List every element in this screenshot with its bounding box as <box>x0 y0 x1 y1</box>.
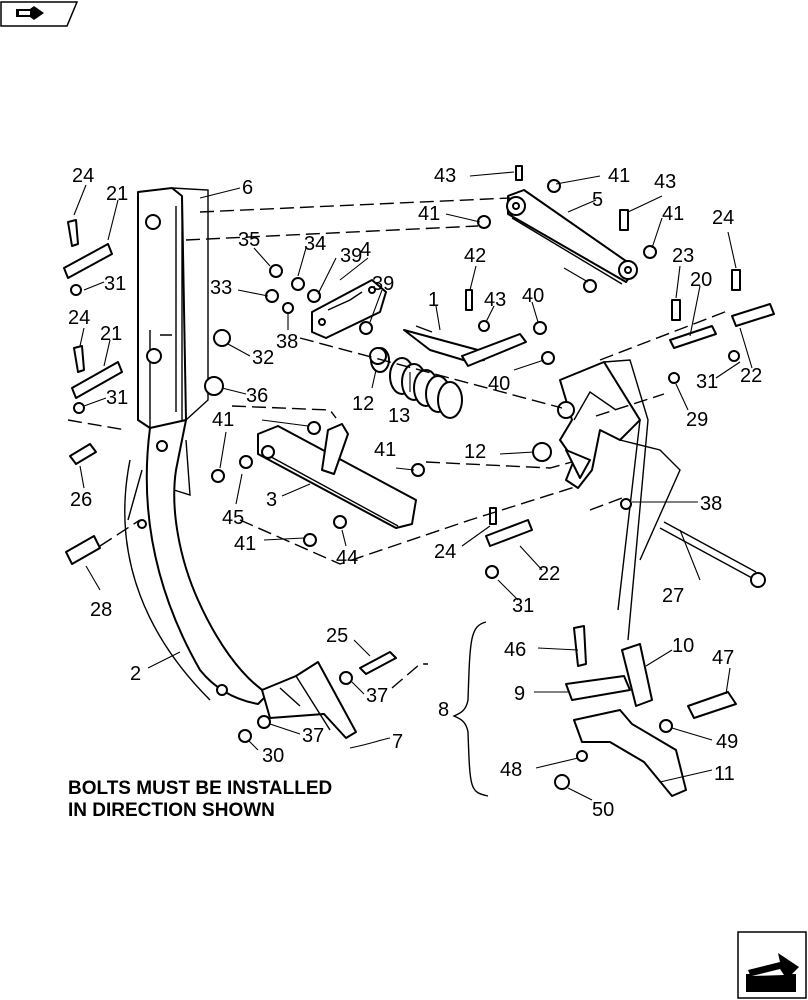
callout: 35 <box>238 229 260 251</box>
installation-note-line2: IN DIRECTION SHOWN <box>68 800 275 821</box>
callout: 31 <box>512 595 534 617</box>
callout: 43 <box>434 165 456 187</box>
pivot-arm <box>557 359 681 641</box>
callout: 37 <box>302 725 324 747</box>
callout: 22 <box>538 563 560 585</box>
mounting-bracket-6 <box>137 187 209 433</box>
callout: 24 <box>68 307 90 329</box>
callout: 26 <box>70 489 92 511</box>
callout: 25 <box>326 625 348 647</box>
pin-22-lower <box>485 519 533 547</box>
callout: 34 <box>304 233 326 255</box>
pins-21 <box>63 243 123 399</box>
callout: 23 <box>672 245 694 267</box>
callout: 24 <box>72 165 94 187</box>
callout: 9 <box>514 683 525 705</box>
callout: 20 <box>690 269 712 291</box>
callout: 3 <box>266 489 277 511</box>
assembly-lines <box>67 197 731 689</box>
callout: 47 <box>712 647 734 669</box>
callout: 2 <box>130 663 141 685</box>
arrow-forward-icon <box>746 953 799 992</box>
callout: 49 <box>716 731 738 753</box>
callout: 12 <box>464 441 486 463</box>
pin-20 <box>669 325 717 349</box>
back-button[interactable] <box>0 1 79 27</box>
callout: 48 <box>500 759 522 781</box>
callout: 29 <box>686 409 708 431</box>
callout: 41 <box>234 533 256 555</box>
callout: 7 <box>392 731 403 753</box>
callout: 11 <box>714 763 735 785</box>
spring-rod-1 <box>403 325 527 367</box>
callout: 12 <box>352 393 374 415</box>
installation-note-line1: BOLTS MUST BE INSTALLED <box>68 778 332 799</box>
callout: 32 <box>252 347 274 369</box>
forward-button[interactable] <box>737 931 807 999</box>
callout-labels: 24 21 6 31 24 21 31 26 28 2 35 34 39 4 3… <box>68 165 762 821</box>
callout: 13 <box>388 405 410 427</box>
callout: 24 <box>712 207 734 229</box>
callout: 41 <box>662 203 684 225</box>
shank-2 <box>124 419 269 705</box>
pin-22 <box>731 303 775 327</box>
callout: 1 <box>428 289 439 311</box>
callout: 6 <box>242 177 253 199</box>
callout: 8 <box>438 699 449 721</box>
callout: 41 <box>374 439 396 461</box>
callout: 37 <box>366 685 388 707</box>
callout: 28 <box>90 599 112 621</box>
callout: 43 <box>654 171 676 193</box>
callout: 27 <box>662 585 684 607</box>
callout: 21 <box>100 323 122 345</box>
callout: 10 <box>672 635 694 657</box>
callout: 41 <box>212 409 234 431</box>
callout: 41 <box>418 203 440 225</box>
callout: 46 <box>504 639 526 661</box>
callout: 40 <box>488 373 510 395</box>
callout: 39 <box>372 273 394 295</box>
callout: 45 <box>222 507 244 529</box>
callout: 50 <box>592 799 614 821</box>
point-assembly-detail <box>452 621 737 797</box>
callout: 33 <box>210 277 232 299</box>
link-3 <box>257 423 417 529</box>
bracket-4 <box>311 279 387 339</box>
rod-27 <box>659 521 766 588</box>
callout: 36 <box>246 385 268 407</box>
callout: 44 <box>336 547 358 569</box>
callout: 24 <box>434 541 456 563</box>
arrow-back-icon <box>16 6 44 20</box>
link-5 <box>506 189 638 285</box>
callout: 38 <box>276 331 298 353</box>
callout: 21 <box>106 183 128 205</box>
callout: 22 <box>740 365 762 387</box>
callout: 40 <box>522 285 544 307</box>
callout: 39 <box>340 245 362 267</box>
callout: 30 <box>262 745 284 767</box>
hardware <box>65 165 741 743</box>
callout: 31 <box>106 387 128 409</box>
callout: 41 <box>608 165 630 187</box>
point-7 <box>261 661 357 739</box>
callout: 42 <box>464 245 486 267</box>
callout: 31 <box>696 371 718 393</box>
callout: 38 <box>700 493 722 515</box>
callout: 31 <box>104 273 126 295</box>
leader-lines <box>73 171 753 801</box>
callout: 43 <box>484 289 506 311</box>
callout: 4 <box>360 239 371 261</box>
callout: 5 <box>592 189 603 211</box>
